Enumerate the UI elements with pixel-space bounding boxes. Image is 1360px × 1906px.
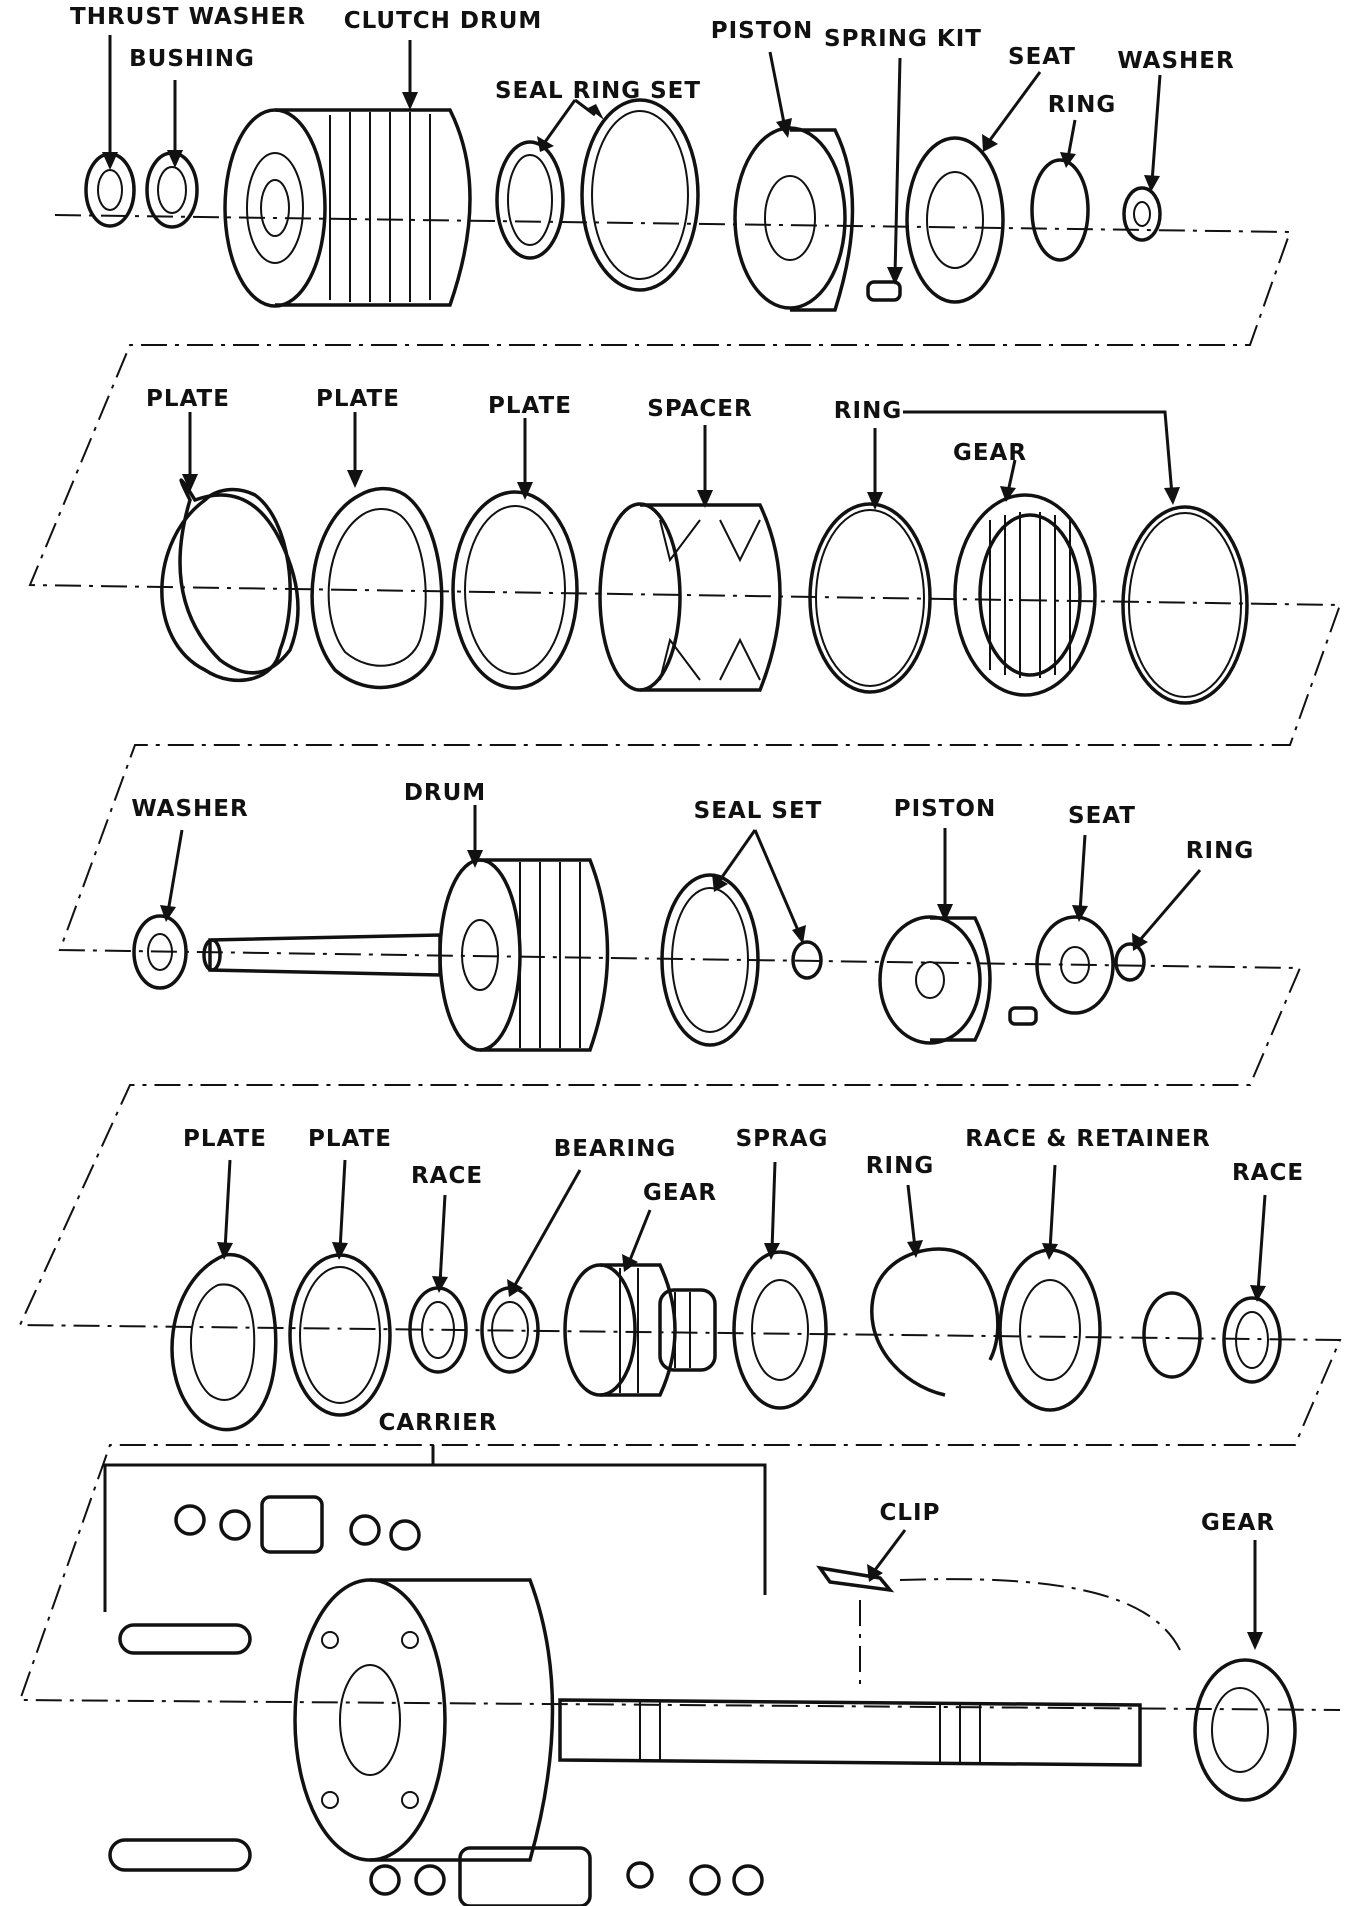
seat-part-row3: [1035, 915, 1115, 1015]
carrier-part: [293, 1578, 555, 1862]
panel-outlines: [18, 214, 1342, 1711]
washer-part-row3: [132, 914, 188, 990]
piston-part-row3: [878, 915, 992, 1045]
ring-part-row2b: [1121, 505, 1249, 705]
label-plate-row2-1: PLATE: [146, 386, 230, 412]
label-carrier: CARRIER: [378, 1410, 498, 1436]
label-bearing: BEARING: [553, 1136, 677, 1162]
seal-ring-large-part-row3: [660, 873, 760, 1047]
plate-wavy-part-1: [178, 478, 300, 675]
ring-part-row3: [1114, 942, 1146, 982]
label-seat-row3: SEAT: [1068, 803, 1136, 829]
leader-lines: [102, 35, 1267, 1650]
pinion-top-part: [174, 1495, 421, 1554]
row-2-parts: [160, 478, 1249, 705]
row-1-parts: [84, 98, 1162, 312]
label-ring-row4: RING: [865, 1153, 935, 1179]
ring-part-row2a: [808, 502, 932, 694]
seal-ring-small-part: [495, 140, 565, 260]
spring-part-row3: [1008, 1006, 1038, 1026]
label-plate-row4-2: PLATE: [308, 1126, 392, 1152]
pinion-pin-part-1: [118, 1623, 252, 1655]
label-sprag: SPRAG: [735, 1126, 829, 1152]
seal-ring-small-part-row3: [791, 940, 823, 980]
label-plate-row2-3: PLATE: [488, 393, 572, 419]
label-ring-row3: RING: [1185, 838, 1255, 864]
ring-part-row1: [1030, 158, 1090, 262]
label-ring-row2: RING: [833, 398, 903, 424]
piston-part-row1: [733, 126, 855, 312]
label-washer-row3: WASHER: [131, 796, 249, 822]
label-gear-row2: GEAR: [952, 440, 1028, 466]
pinion-pin-part-2: [108, 1838, 252, 1872]
spacer-part: [598, 502, 782, 692]
clip-part: [816, 1565, 895, 1593]
row-4-parts: [170, 1247, 1282, 1432]
gear-part-row5: [1193, 1658, 1297, 1802]
plate-toothed-part: [451, 490, 579, 690]
drum-part-row3: [202, 858, 610, 1052]
label-clip: CLIP: [879, 1500, 941, 1526]
seat-part-row1: [905, 136, 1005, 304]
label-plate-row4-1: PLATE: [183, 1126, 267, 1152]
label-ring-row1: RING: [1047, 92, 1117, 118]
label-spacer: SPACER: [647, 396, 753, 422]
label-seal-ring-set: SEAL RING SET: [494, 78, 702, 104]
label-race-retainer: RACE & RETAINER: [965, 1126, 1211, 1152]
label-clutch-drum: CLUTCH DRUM: [343, 8, 543, 34]
washer-part-row1: [1122, 186, 1162, 242]
label-piston-row1: PISTON: [710, 18, 814, 44]
label-thrust-washer: THRUST WASHER: [70, 4, 306, 30]
label-race-row4-2: RACE: [1231, 1160, 1305, 1186]
spring-kit-part: [866, 280, 902, 302]
label-seat-row1: SEAT: [1008, 44, 1076, 70]
clutch-drum-part: [223, 108, 472, 308]
label-gear-row5: GEAR: [1200, 1510, 1276, 1536]
pinion-bottom-part: [369, 1846, 764, 1906]
label-race-row4-1: RACE: [410, 1163, 484, 1189]
sprag-part: [732, 1250, 828, 1410]
race-part-row4c: [1222, 1296, 1282, 1384]
row-5-parts: [103, 1463, 1297, 1906]
label-piston-row3: PISTON: [893, 796, 997, 822]
label-gear-row4: GEAR: [642, 1180, 718, 1206]
plate-wavy-part-2: [310, 486, 444, 690]
label-plate-row2-2: PLATE: [316, 386, 400, 412]
label-bushing: BUSHING: [129, 46, 255, 72]
seal-ring-large-part: [580, 98, 700, 292]
race-part-row4b: [1142, 1291, 1202, 1379]
ring-part-row4: [870, 1247, 1000, 1397]
plate-toothed-part-row4: [288, 1253, 392, 1417]
output-shaft-part: [558, 1698, 1142, 1767]
race-retainer-part: [998, 1248, 1102, 1412]
gear-part-row4: [563, 1263, 717, 1397]
label-drum: DRUM: [403, 780, 487, 806]
plate-wavy-part-row4: [170, 1253, 278, 1432]
row-3-parts: [132, 858, 1146, 1052]
label-washer-row1: WASHER: [1117, 48, 1235, 74]
label-spring-kit: SPRING KIT: [824, 26, 982, 52]
gear-part-row2: [953, 493, 1097, 697]
label-seal-set: SEAL SET: [693, 798, 823, 824]
